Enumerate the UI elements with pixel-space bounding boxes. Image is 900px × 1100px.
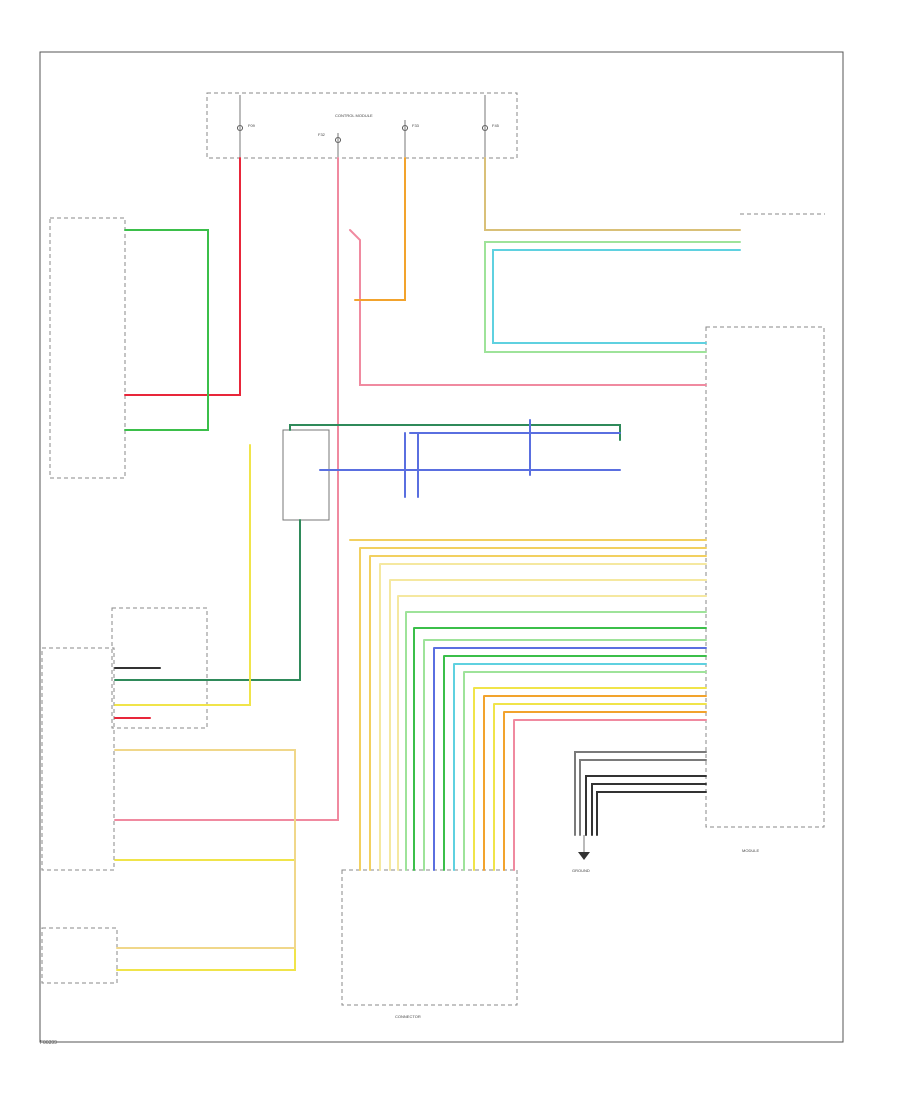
wire-fan-18	[513, 719, 707, 871]
svg-text:F09: F09	[248, 123, 256, 128]
fuse-f4: F32	[318, 132, 341, 158]
wire-fan-11	[443, 655, 707, 871]
left-connector-small	[111, 607, 208, 729]
wire-yellow-left	[114, 444, 251, 706]
right-module-label: MODULE	[742, 848, 759, 853]
wire-fan-8	[413, 627, 707, 871]
svg-text:F32: F32	[318, 132, 326, 137]
wire-fan-12	[453, 663, 707, 871]
wire-black-ground-2	[591, 783, 707, 836]
fuse-f3: F45	[482, 95, 500, 158]
wire-cyan-right	[492, 249, 741, 344]
outer-border	[39, 51, 844, 1043]
wire-fan-3	[369, 555, 707, 871]
wire-black-ground-3	[596, 791, 707, 836]
wire-green-left	[124, 229, 209, 431]
wire-fan-4	[379, 563, 707, 871]
wire-tan-bottom	[114, 749, 296, 949]
svg-text:F33: F33	[412, 123, 420, 128]
wire-fan-17	[503, 711, 707, 871]
right-main-module	[705, 326, 825, 828]
left-module-bottom	[41, 927, 118, 984]
wire-gray-ground-1	[574, 751, 707, 836]
bottom-connector	[341, 869, 518, 1006]
wire-red-left	[124, 157, 241, 396]
fuse-f1: F09	[237, 95, 256, 158]
wire-fan-5	[389, 579, 707, 871]
wire-fan-13	[463, 671, 707, 871]
wire-fan-2	[359, 547, 707, 871]
wire-lightgreen-right	[484, 241, 741, 353]
bottom-connector-label: CONNECTOR	[395, 1014, 421, 1019]
wire-gray-ground-2	[579, 759, 707, 836]
wire-yellow-bottom	[114, 859, 296, 971]
wire-fan-14	[473, 687, 707, 871]
wire-tan-top-right	[484, 157, 741, 231]
wire-fan-10	[433, 647, 707, 871]
svg-text:GROUND: GROUND	[572, 868, 590, 873]
left-module-lower	[41, 647, 115, 871]
wire-orange	[354, 157, 406, 301]
wire-darkgreen-down	[114, 519, 301, 681]
ground-symbol: GROUND	[572, 835, 590, 873]
fuse-f2: F33	[402, 120, 420, 158]
wire-fan-15	[483, 695, 707, 871]
wire-fan-9	[423, 639, 707, 871]
top-fuse-box-title: CONTROL MODULE	[335, 113, 373, 118]
page-id: F00399	[40, 1040, 57, 1046]
wire-fan-7	[405, 611, 707, 871]
wire-fan-6	[397, 595, 707, 871]
top-fuse-box	[206, 92, 518, 159]
left-module-upper	[49, 217, 126, 479]
wire-pink-main	[114, 157, 339, 821]
wire-pink-right	[349, 229, 707, 386]
wire-black-ground-1	[585, 775, 707, 836]
svg-text:F45: F45	[492, 123, 500, 128]
wire-fan-16	[493, 703, 707, 871]
center-junction-box	[282, 429, 330, 521]
